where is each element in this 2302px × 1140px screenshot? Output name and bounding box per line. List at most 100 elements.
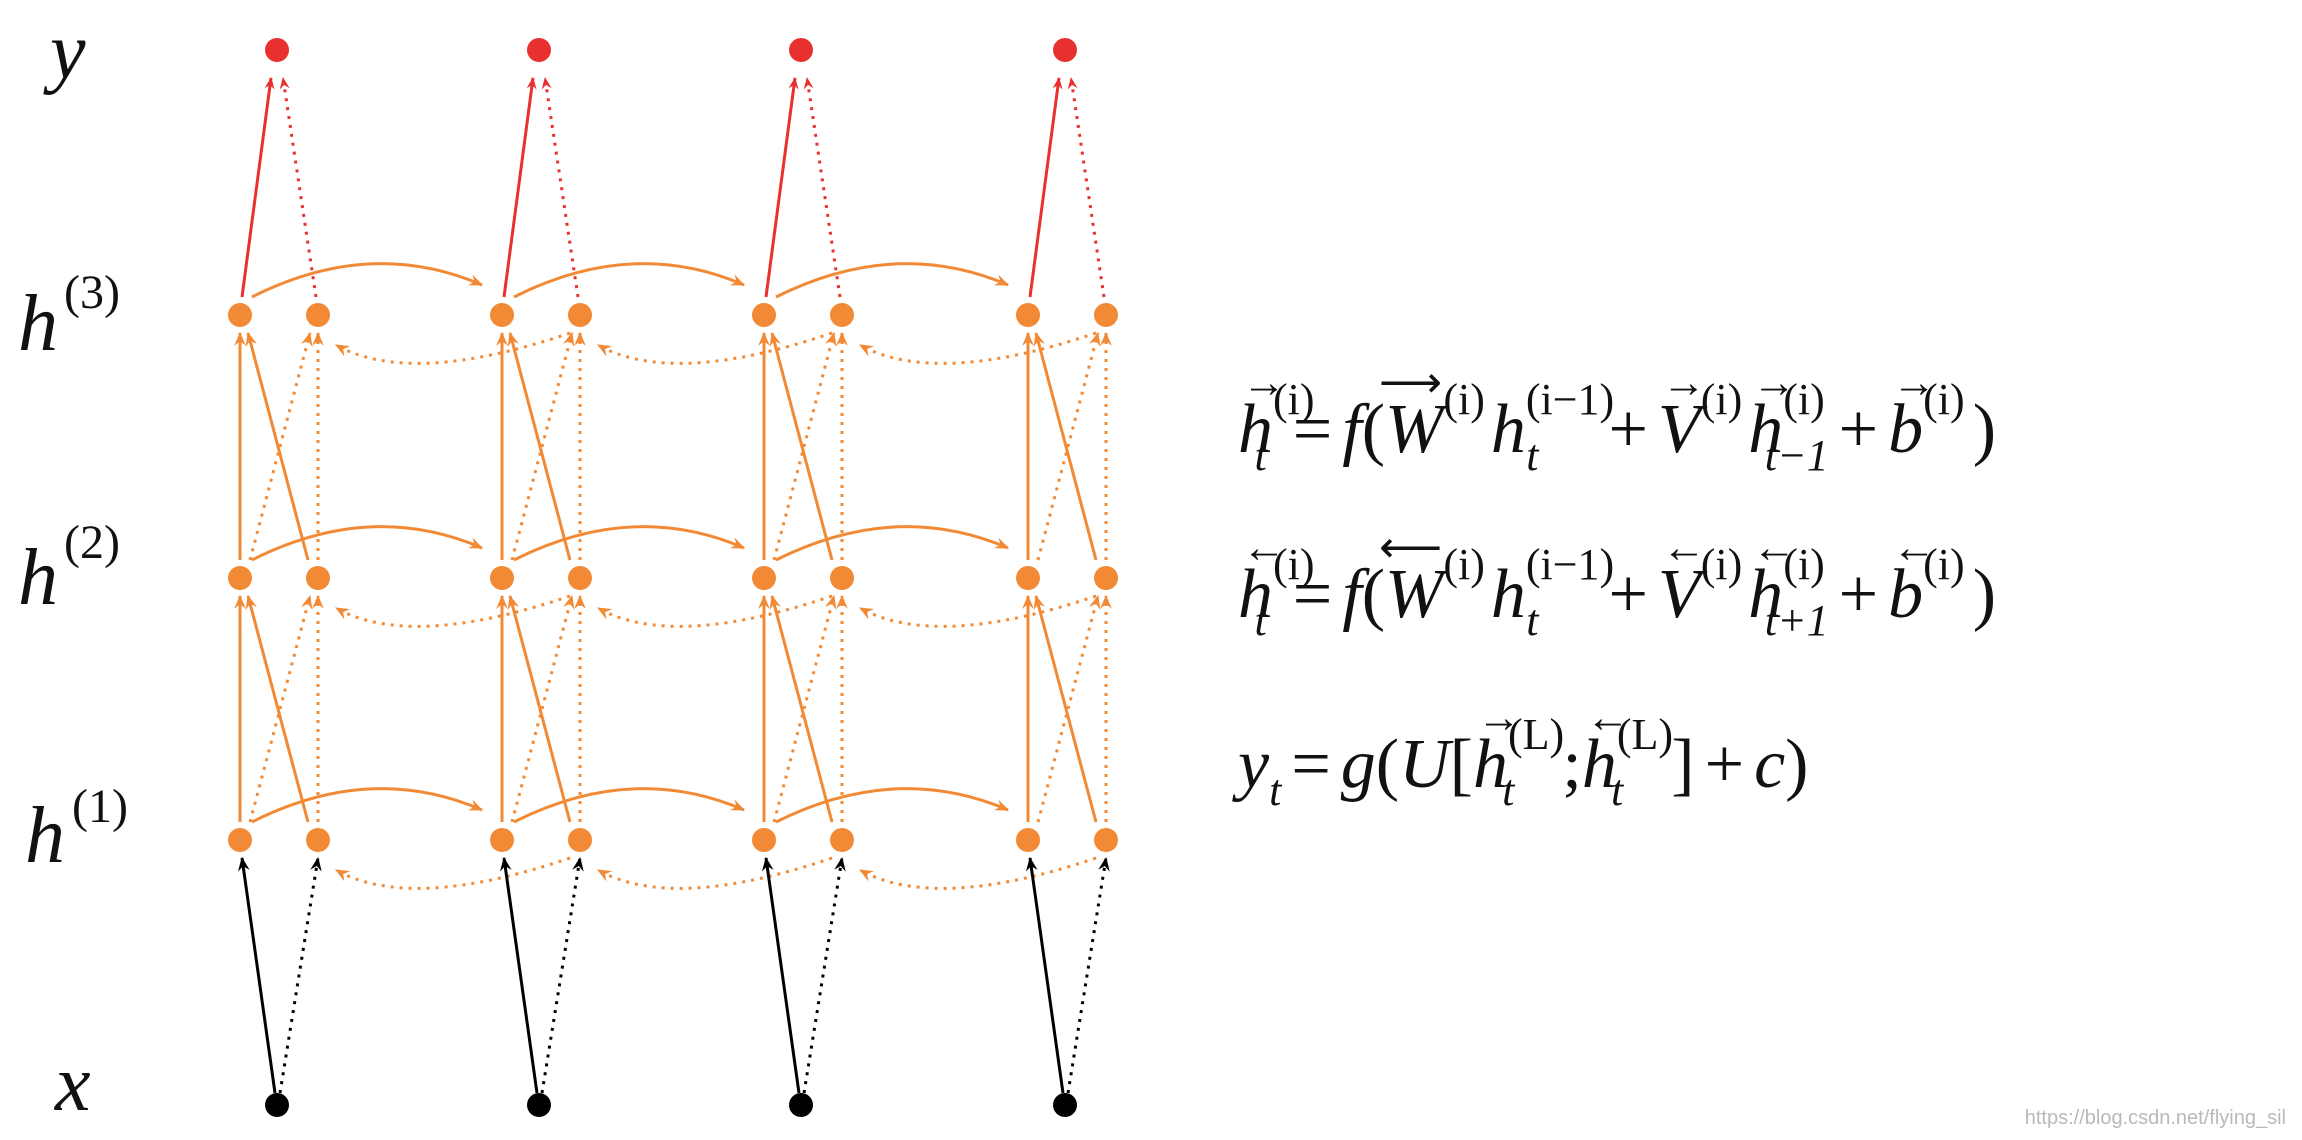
eq3-left-arrow-icon: ← [1585,693,1630,742]
eq2-sup-i: (i) [1273,540,1315,589]
edge-fwd-to-bwd-up [772,594,837,823]
eq3-h-forward: →h [1473,696,1521,800]
eq2-h2: h [1490,556,1526,633]
hidden-node-backward-l2 [830,566,854,590]
eq3-g: g [1340,726,1376,803]
hidden-node-forward-l3 [752,303,776,327]
eq3-right-arrow-icon: → [1476,693,1521,742]
edge-h3-fwd-to-y [1028,77,1063,298]
eq1-sup-i: (i) [1273,375,1315,424]
eq1-W-sup: (i) [1443,375,1485,424]
eq1-h2-sup: (i−1) [1525,375,1615,424]
eq2-sub-t: t [1254,596,1267,645]
edge-h3-bwd-to-y [279,77,318,298]
edge-fwd-to-bwd-up [510,594,575,823]
output-node [1053,38,1077,62]
eq1-h-char: h [1238,391,1273,468]
edge-forward-recurrent [251,787,484,824]
eq2-V-left-arrow-icon: ← [1661,523,1706,572]
edge-backward-recurrent [596,331,833,365]
edge-bwd-to-fwd-up [769,594,834,823]
eq2-V-backward: ←V [1658,526,1706,630]
eq3-h-backward-sup: (L) [1616,710,1674,759]
edge-forward-recurrent [775,525,1010,562]
label-y: y [43,8,86,96]
hidden-node-backward-l1 [1094,828,1118,852]
eq1-right-arrow-icon: → [1242,358,1286,407]
eq2-h3-left-arrow-icon: ← [1752,523,1797,572]
hidden-node-backward-l3 [830,303,854,327]
edge-h3-bwd-to-y [541,77,580,298]
hidden-node-forward-l3 [1016,303,1040,327]
eq1-sub-t: t [1254,431,1267,480]
input-node [789,1093,813,1117]
edge-backward-recurrent [334,594,571,628]
edge-h3-fwd-to-y [240,77,275,298]
hidden-node-forward-l3 [228,303,252,327]
edge-fwd-to-bwd-up [1036,331,1101,561]
eq1-h3-right-arrow-icon: → [1752,358,1797,407]
eq2-lparen: ( [1361,556,1386,633]
eq1-rparen: ) [1972,391,1996,468]
edge-backward-recurrent [858,331,1097,365]
eq3-U: U [1399,726,1450,803]
eq1-b-char: b [1888,391,1924,468]
hidden-node-backward-l3 [1094,303,1118,327]
label-h2-sup: (2) [64,516,120,569]
nodes [228,38,1118,1117]
eq2-plus1: + [1608,556,1648,633]
edge-x-to-h1-fwd [762,856,801,1094]
edge-x-to-h1-bwd [540,856,584,1094]
edge-forward-recurrent [513,787,746,824]
edge-bwd-to-fwd-up [245,594,310,823]
eq2-V-char: V [1657,556,1701,633]
edge-forward-recurrent [513,525,746,562]
label-h2-base: h [18,534,58,622]
eq2-h3-char: h [1748,556,1784,633]
eq2-h-backward: ←h [1238,526,1286,630]
eq2-b-backward: ←b [1888,526,1936,630]
edge-h3-bwd-to-y [1067,77,1106,298]
edge-x-to-h1-bwd [802,856,846,1094]
eq1-b-right-arrow-icon: → [1892,358,1937,407]
equation-output: yt=g(U[→h(L)t;←h(L)t]+c) [1238,696,1808,813]
edge-backward-recurrent [596,594,833,628]
edge-forward-recurrent [251,525,484,562]
eq3-semicolon: ; [1562,726,1582,803]
edge-backward-recurrent [858,594,1097,628]
eq3-h-backward-sub: t [1611,766,1624,815]
eq1-h3-sub: t−1 [1764,431,1829,480]
hidden-node-forward-l2 [228,566,252,590]
edge-h3-fwd-to-y [764,77,799,298]
edge-forward-recurrent [775,262,1010,299]
edge-h3-bwd-to-y [803,77,842,298]
eq3-h-forward-sub: t [1502,766,1515,815]
eq3-rparen: ) [1785,726,1809,803]
hidden-node-backward-l1 [830,828,854,852]
hidden-node-backward-l2 [1094,566,1118,590]
hidden-node-forward-l1 [1016,828,1040,852]
eq2-h3-backward: ←h [1748,526,1796,630]
eq2-plus2: + [1838,556,1879,633]
equation-backward-hidden: ←h(i)t=f(⟵W(i)h(i−1)t+←V(i)←h(i)t+1+←b(i… [1238,526,1996,643]
label-h3-sup: (3) [64,266,120,319]
label-h1-sup: (1) [72,780,128,833]
label-h1-base: h [25,792,65,880]
edge-bwd-to-fwd-up [507,331,572,561]
eq1-plus2: + [1838,391,1879,468]
edge-forward-recurrent [775,787,1010,824]
eq2-V-sup: (i) [1700,540,1743,589]
hidden-node-forward-l1 [490,828,514,852]
equation-forward-hidden: →h(i)t=f(⟶W(i)h(i−1)t+→V(i)→h(i)t−1+→b(i… [1238,361,1996,478]
eq1-V-right-arrow-icon: → [1661,358,1706,407]
edge-bwd-to-fwd-up [1033,331,1098,561]
eq2-equals: = [1292,556,1333,633]
eq1-h3-char: h [1748,391,1784,468]
label-h3-base: h [18,280,58,368]
eq1-W-right-arrow-icon: ⟶ [1379,358,1442,407]
eq2-b-sup: (i) [1923,540,1965,589]
hidden-node-backward-l3 [306,303,330,327]
eq3-sub-t: t [1269,766,1282,815]
edge-x-to-h1-bwd [1066,856,1110,1094]
eq3-lbracket: [ [1449,726,1473,803]
